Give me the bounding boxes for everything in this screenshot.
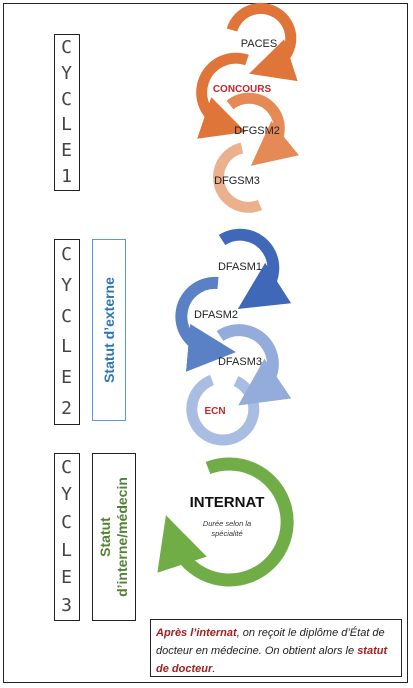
caption-highlight-internat: Après l’internat [156, 627, 237, 639]
cycle-2-letter: Y [61, 274, 73, 296]
step-dfasm2: DFASM2 [194, 309, 238, 321]
concours-arrow [196, 52, 249, 139]
caption-text: , on reçoit le diplôme d’État de docteur… [156, 627, 385, 657]
cycle-2-letter: L [61, 336, 73, 358]
cycle-3-box: C Y C L E 3 [54, 453, 80, 621]
paces-arrow [226, 2, 298, 82]
cycle-2-letter: C [61, 244, 73, 266]
step-dfasm1: DFASM1 [218, 261, 262, 273]
dfgsm2-arrow [226, 92, 299, 166]
cycle-2-letter: 2 [61, 397, 73, 419]
internat-title: INTERNAT [190, 494, 265, 511]
step-dfgsm2: DFGSM2 [234, 125, 280, 137]
internat-subtitle-2: spécialité [211, 529, 242, 538]
internat-arrow [157, 457, 294, 587]
cycle-3-letter: L [61, 539, 73, 561]
step-dfgsm3: DFGSM3 [214, 175, 260, 187]
dfgsm3-arrow [213, 142, 263, 213]
caption-highlight-docteur: statut de docteur [156, 645, 388, 675]
cycle-3-letter: C [61, 512, 73, 534]
cycle-1-box: C Y C L E 1 [54, 34, 80, 191]
cycle-3-letter: 3 [61, 595, 73, 617]
step-ecn: ECN [204, 406, 225, 417]
status-interne-box: Statut d’interne/médecin [92, 453, 136, 621]
cycle-1-letter: E [61, 140, 73, 162]
caption-end: . [212, 663, 216, 675]
cycle-2-letter: C [61, 305, 73, 327]
cycle-3-letter: E [61, 567, 73, 589]
cycle-1-letter: C [61, 88, 73, 110]
status-externe-box: Statut d’externe [92, 239, 126, 421]
cycle-1-letter: L [61, 114, 73, 136]
cycle-3-letter: Y [61, 484, 73, 506]
ecn-arrow [186, 374, 260, 446]
internat-subtitle-1: Durée selon la [203, 519, 251, 528]
dfasm2-arrow [175, 276, 236, 372]
cycle-1-letter: C [61, 36, 73, 58]
cycle-2-box: C Y C L E 2 [54, 239, 80, 425]
dfasm3-arrow [216, 324, 292, 406]
cycle-1-letter: 1 [61, 166, 73, 188]
step-concours: CONCOURS [213, 84, 272, 95]
diagram-frame [3, 3, 408, 683]
cycle-1-letter: Y [61, 62, 73, 84]
cycle-2-letter: E [61, 366, 73, 388]
caption-box: Après l’internat, on reçoit le diplôme d… [150, 619, 402, 677]
dfasm1-arrow [218, 228, 292, 310]
step-dfasm3: DFASM3 [218, 356, 262, 368]
step-paces: PACES [241, 38, 277, 50]
cycle-3-letter: C [61, 456, 73, 478]
